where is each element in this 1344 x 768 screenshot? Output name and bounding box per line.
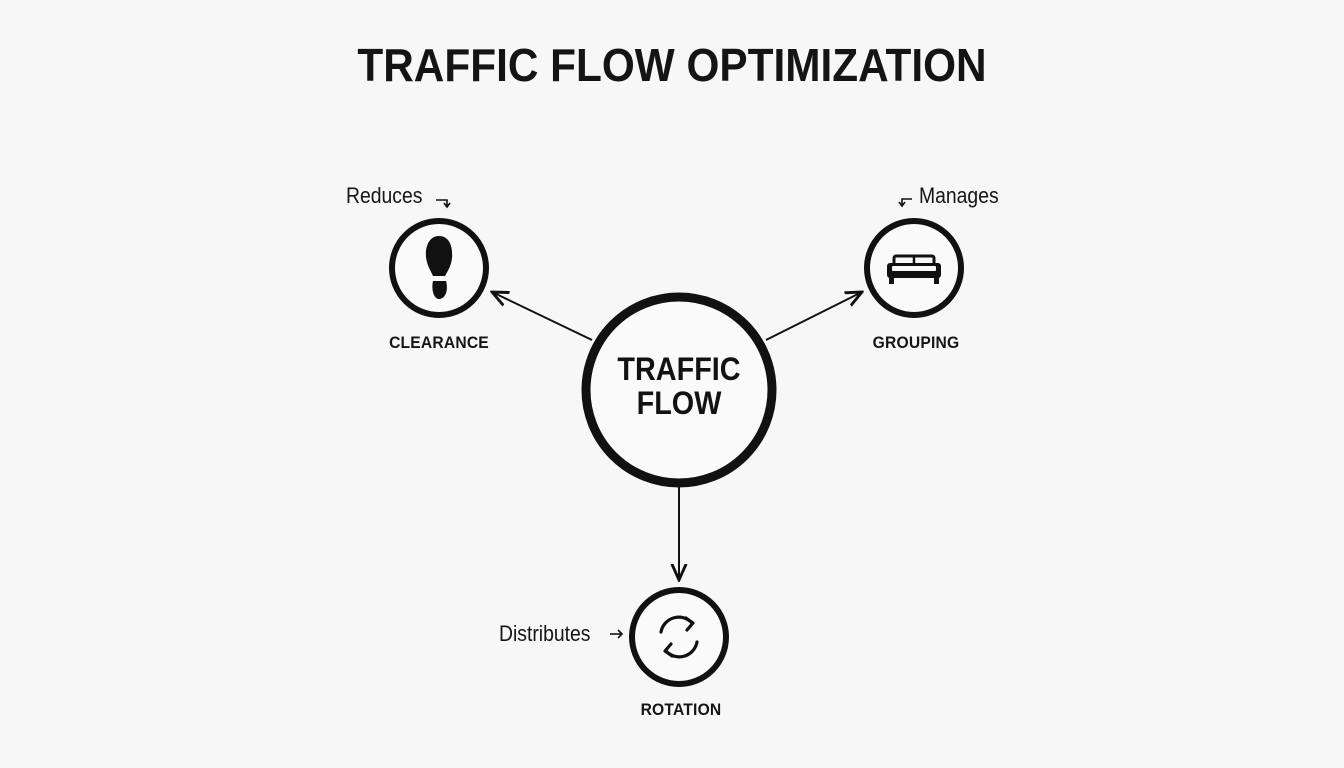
manages-arrow-icon — [898, 198, 912, 208]
grouping-node — [864, 218, 964, 318]
center-label-line-1: TRAFFIC — [617, 351, 741, 387]
node-label-clearance: CLEARANCE — [389, 333, 489, 352]
node-label-rotation: ROTATION — [640, 700, 722, 719]
rotate-arrows-icon — [659, 615, 699, 659]
relation-label-manages: Manages — [919, 183, 999, 208]
center-node — [581, 292, 777, 488]
footprint-icon — [425, 236, 453, 300]
node-label-grouping: GROUPING — [872, 333, 960, 352]
connector-to-clearance — [492, 292, 593, 341]
center-node-label: TRAFFIC FLOW — [592, 352, 767, 420]
sofa-icon — [887, 254, 941, 284]
center-label-line-2: FLOW — [636, 385, 722, 421]
reduces-arrow-icon — [436, 199, 451, 209]
relation-label-distributes: Distributes — [499, 621, 591, 646]
distributes-arrow-icon — [610, 629, 624, 639]
rotation-node — [629, 587, 729, 687]
clearance-node — [389, 218, 489, 318]
diagram-title: TRAFFIC FLOW OPTIMIZATION — [357, 39, 987, 91]
relation-label-reduces: Reduces — [346, 183, 423, 208]
connector-to-grouping — [765, 292, 862, 341]
